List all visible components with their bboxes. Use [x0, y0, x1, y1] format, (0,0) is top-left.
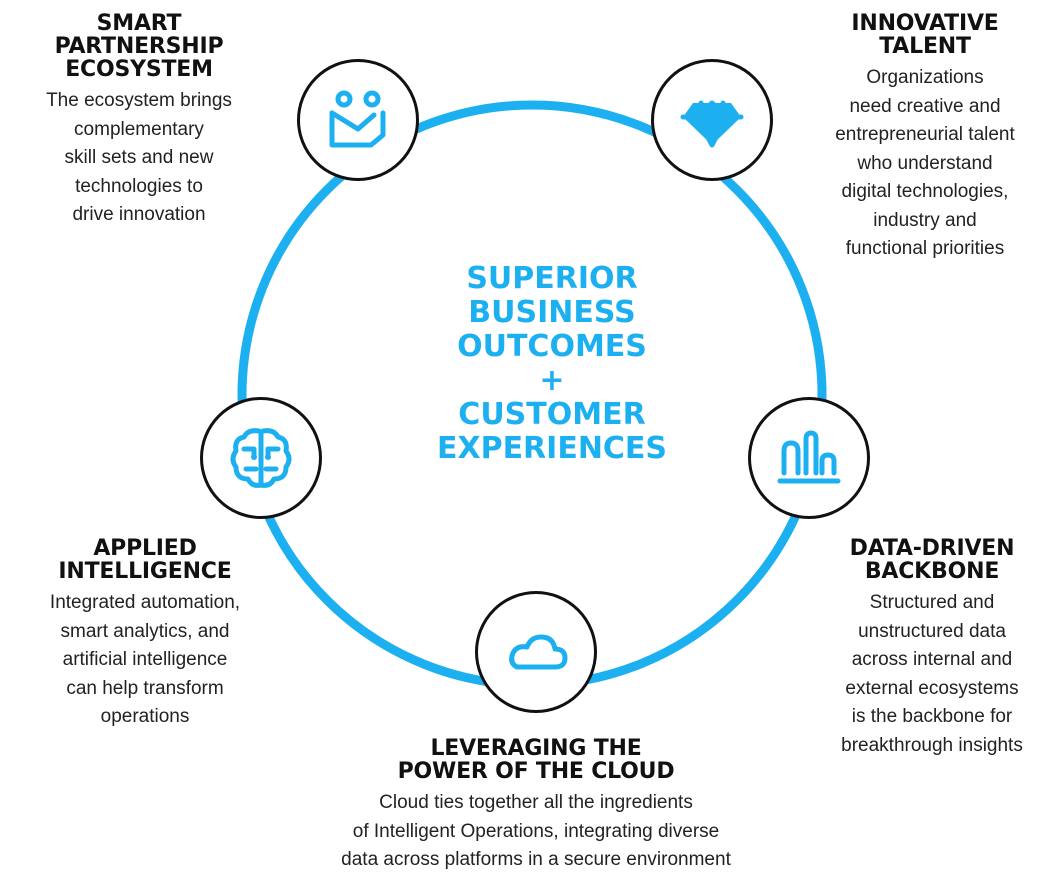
block-description: The ecosystem brings complementary skill…	[0, 87, 278, 230]
block-title: INNOVATIVE TALENT	[800, 12, 1050, 58]
node-smart-partnership	[297, 59, 419, 181]
description-line: Integrated automation,	[49, 592, 241, 613]
description-line: of Intelligent Operations, integrating d…	[352, 820, 720, 842]
block-description: Structured and unstructured data across …	[812, 589, 1052, 760]
description-line: digital technologies,	[841, 181, 1009, 202]
description-line: complementary	[74, 118, 204, 140]
data-driven-backbone-block: DATA-DRIVEN BACKBONE Structured and unst…	[812, 537, 1052, 760]
block-title: APPLIED INTELLIGENCE	[0, 537, 290, 583]
center-line: OUTCOMES	[457, 329, 647, 364]
cloud-icon	[509, 634, 568, 670]
block-description: Organizations need creative and entrepre…	[800, 64, 1050, 264]
bar-chart-icon	[777, 430, 841, 484]
description-line: data across platforms in a secure enviro…	[341, 849, 731, 870]
description-line: technologies to	[75, 175, 203, 197]
node-applied-intelligence	[200, 397, 322, 519]
title-line: TALENT	[879, 34, 971, 59]
brain-circuit-icon	[230, 428, 292, 488]
description-line: industry and	[873, 209, 977, 231]
description-line: artificial intelligence	[62, 649, 228, 670]
description-line: smart analytics, and	[60, 620, 230, 642]
description-line: who understand	[857, 152, 993, 174]
center-line: +	[539, 363, 565, 398]
node-innovative-talent	[651, 59, 773, 181]
description-line: need creative and	[849, 95, 1001, 117]
description-line: Cloud ties together all the ingredients	[379, 792, 693, 813]
description-line: can help transform	[66, 677, 224, 699]
node-cloud	[475, 591, 597, 713]
description-line: Structured and	[869, 592, 995, 613]
description-line: entrepreneurial talent	[835, 124, 1015, 145]
title-line: POWER OF THE CLOUD	[397, 759, 675, 784]
title-line: INNOVATIVE	[851, 11, 999, 36]
title-line: SMART	[96, 11, 182, 36]
diamond-icon	[680, 100, 744, 148]
title-line: APPLIED	[93, 536, 197, 561]
center-line: EXPERIENCES	[436, 431, 668, 466]
description-line: breakthrough insights	[841, 734, 1023, 756]
description-line: unstructured data	[858, 620, 1006, 642]
center-line: BUSINESS	[468, 295, 636, 330]
node-data-driven-backbone	[748, 397, 870, 519]
block-title: LEVERAGING THE POWER OF THE CLOUD	[300, 737, 772, 783]
two-people-icon	[329, 90, 386, 148]
center-outcome-text: SUPERIOR BUSINESS OUTCOMES + CUSTOMER EX…	[402, 262, 702, 466]
center-line: SUPERIOR	[466, 261, 638, 296]
title-line: ECOSYSTEM	[65, 57, 213, 82]
block-title: SMART PARTNERSHIP ECOSYSTEM	[0, 12, 278, 81]
cloud-block: LEVERAGING THE POWER OF THE CLOUD Cloud …	[300, 737, 772, 875]
block-title: DATA-DRIVEN BACKBONE	[812, 537, 1052, 583]
title-line: INTELLIGENCE	[58, 559, 232, 584]
title-line: DATA-DRIVEN	[849, 536, 1015, 561]
innovative-talent-block: INNOVATIVE TALENT Organizations need cre…	[800, 12, 1050, 264]
description-line: functional priorities	[845, 238, 1005, 259]
description-line: is the backbone for	[851, 706, 1013, 727]
title-line: LEVERAGING THE	[430, 736, 642, 761]
description-line: external ecosystems	[845, 677, 1019, 699]
title-line: PARTNERSHIP	[54, 34, 224, 59]
description-line: drive innovation	[72, 204, 206, 225]
applied-intelligence-block: APPLIED INTELLIGENCE Integrated automati…	[0, 537, 290, 732]
center-line: CUSTOMER	[458, 397, 646, 432]
block-description: Integrated automation, smart analytics, …	[0, 589, 290, 732]
description-line: The ecosystem brings	[46, 90, 232, 111]
smart-partnership-block: SMART PARTNERSHIP ECOSYSTEM The ecosyste…	[0, 12, 278, 230]
description-line: Organizations	[866, 67, 984, 88]
description-line: across internal and	[851, 649, 1013, 670]
block-description: Cloud ties together all the ingredients …	[300, 789, 772, 875]
title-line: BACKBONE	[864, 559, 1000, 584]
description-line: operations	[100, 706, 190, 727]
description-line: skill sets and new	[64, 147, 214, 168]
